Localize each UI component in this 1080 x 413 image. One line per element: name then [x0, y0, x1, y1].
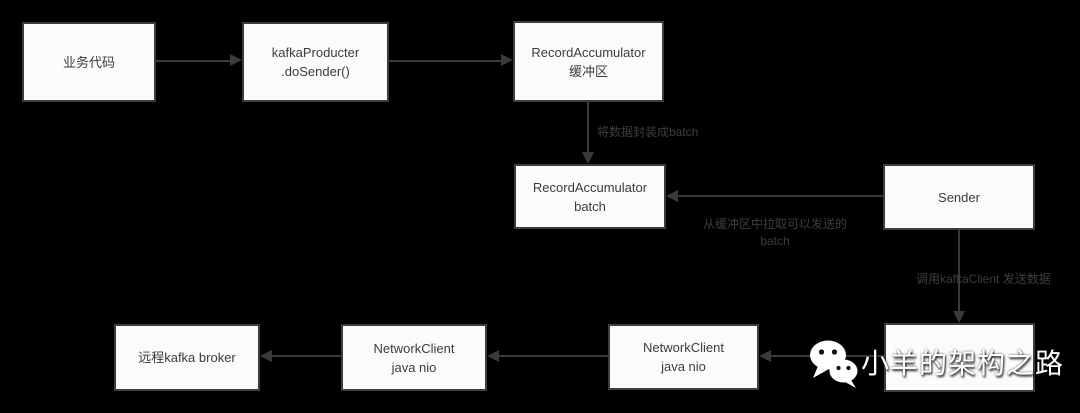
- node-record-accumulator-batch: RecordAccumulator batch: [514, 164, 666, 229]
- node-label: NetworkClient: [643, 340, 724, 355]
- arrow-line: [678, 195, 883, 197]
- arrowhead-left-icon: [666, 190, 678, 202]
- node-kafka-client-obscured: [884, 323, 1035, 392]
- node-label: 缓冲区: [568, 63, 608, 79]
- edge-label-line: batch: [760, 234, 790, 248]
- arrowhead-right-icon: [501, 54, 513, 66]
- arrowhead-left-icon: [759, 350, 771, 362]
- edge-label-wrap-batch: 将数据封装成batch: [597, 125, 699, 139]
- node-label: kafkaProducter: [271, 45, 360, 60]
- node-network-client-1: NetworkClient java nio: [341, 324, 487, 391]
- arrow-line: [272, 355, 341, 357]
- node-label: java nio: [391, 359, 437, 375]
- arrow-line: [389, 60, 501, 62]
- edge-label-line: 从缓冲区中拉取可以发送的: [702, 217, 847, 231]
- watermark-text: 小羊的架构之路: [861, 348, 1065, 379]
- arrowhead-left-icon: [260, 350, 272, 362]
- wechat-icon: [809, 340, 859, 393]
- edge-label-pull-batch: 从缓冲区中拉取可以发送的 batch: [685, 216, 865, 250]
- node-network-client-2: NetworkClient java nio: [608, 324, 759, 390]
- node-label: NetworkClient: [373, 340, 455, 356]
- arrow-line: [499, 355, 608, 357]
- node-label: batch: [574, 198, 606, 214]
- node-remote-kafka-broker: 远程kafka broker: [114, 324, 260, 391]
- node-label: 远程kafka broker: [138, 350, 236, 365]
- node-label: 业务代码: [62, 54, 115, 70]
- node-label: Sender: [938, 189, 980, 205]
- arrowhead-down-icon: [582, 152, 594, 164]
- arrowhead-left-icon: [487, 350, 499, 362]
- node-record-accumulator-buffer: RecordAccumulator 缓冲区: [513, 21, 664, 102]
- node-kafka-producer: kafkaProducter .doSender(): [242, 22, 389, 102]
- edge-label-send-via-client: 调用kafkaClient 发送数据: [916, 272, 1051, 286]
- node-label: java nio: [661, 359, 706, 374]
- arrow-line: [587, 102, 589, 152]
- arrowhead-right-icon: [230, 54, 242, 66]
- node-label: .doSender(): [281, 64, 350, 79]
- node-sender: Sender: [883, 164, 1035, 230]
- node-business-code: 业务代码: [22, 22, 156, 102]
- arrow-line: [958, 230, 960, 311]
- node-label: RecordAccumulator: [531, 44, 646, 60]
- arrowhead-down-icon: [953, 311, 965, 323]
- arrow-line: [156, 60, 230, 62]
- node-label: RecordAccumulator: [532, 179, 648, 195]
